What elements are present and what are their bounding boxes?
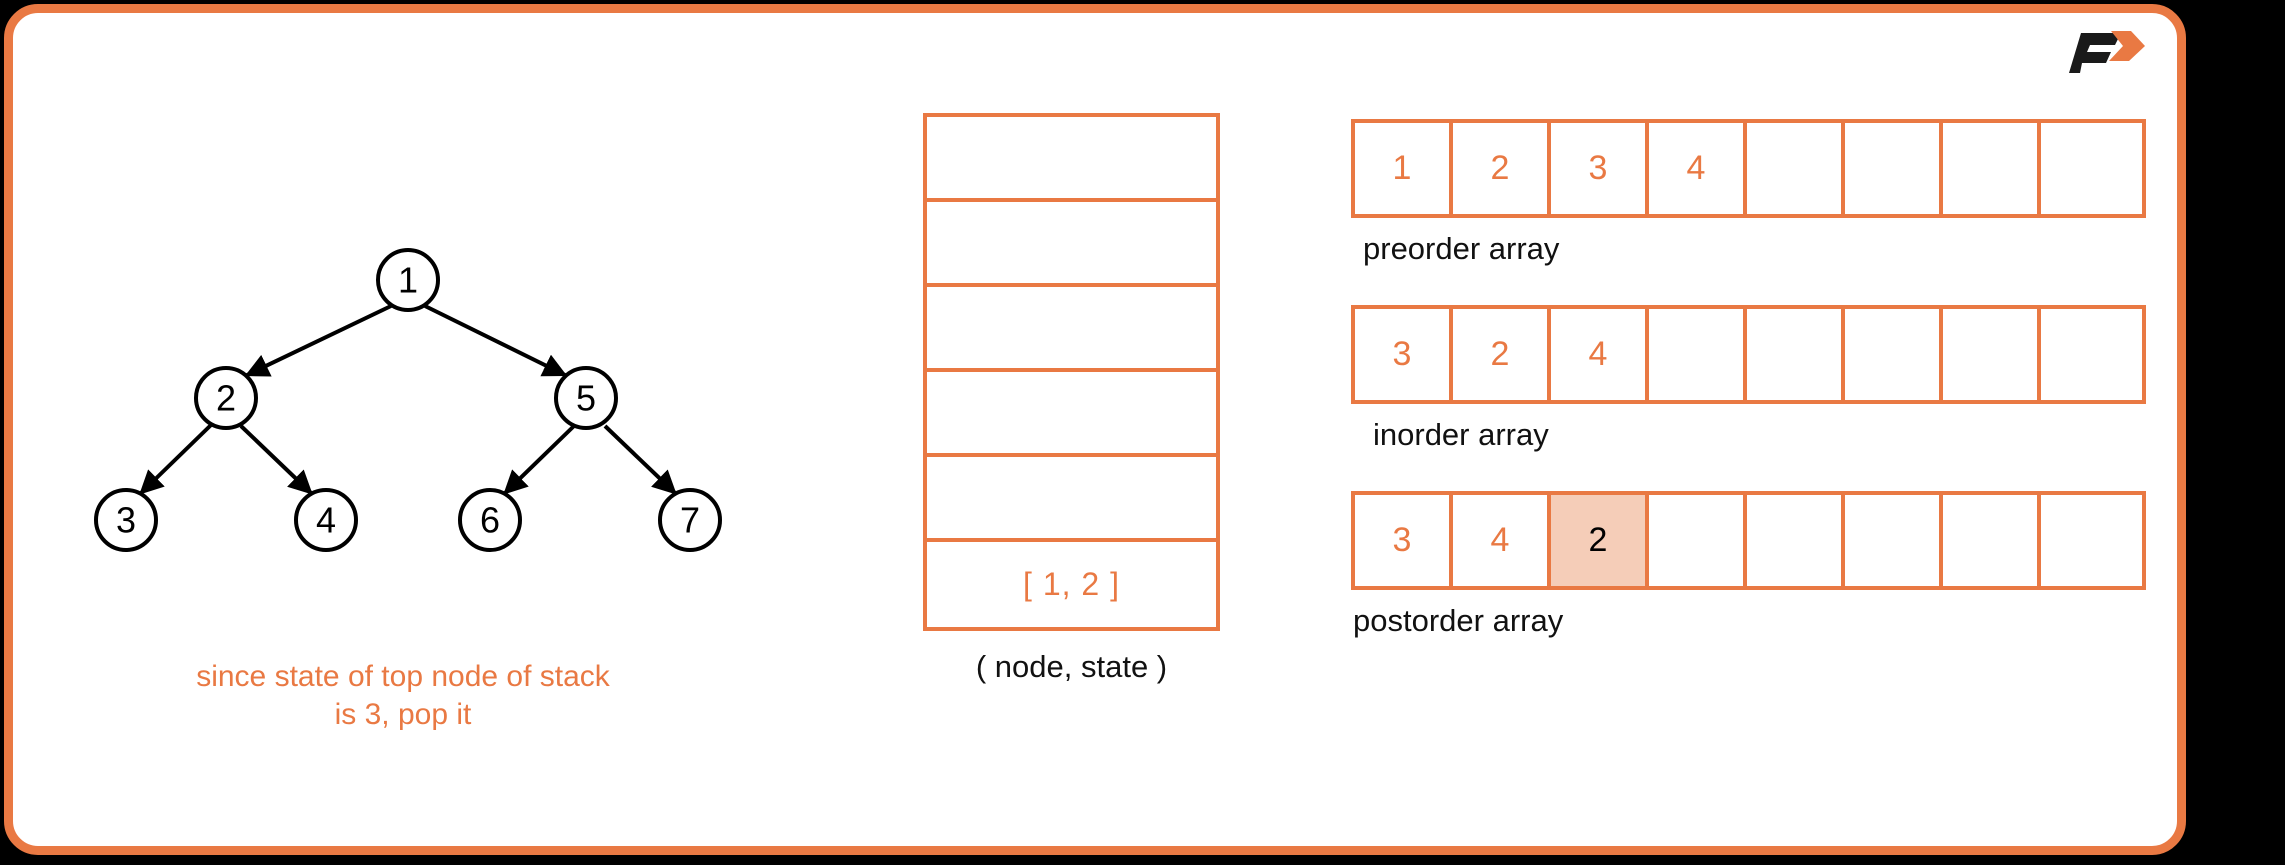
array-cell[interactable] — [1943, 309, 2041, 400]
arrays-panel: 1 2 3 4 preorder array 3 2 4 — [1351, 119, 2151, 677]
node-label: 4 — [316, 500, 336, 541]
preorder-array-label: preorder array — [1363, 231, 1560, 266]
node-label: 7 — [680, 500, 700, 541]
tree-nodes: 1 2 5 3 4 — [94, 248, 722, 552]
node-label: 2 — [216, 378, 236, 419]
inorder-array-label: inorder array — [1373, 417, 1549, 452]
stack-label: ( node, state ) — [975, 649, 1168, 684]
edge-5-7 — [603, 424, 677, 495]
tree-node-3[interactable]: 3 — [94, 488, 158, 552]
stack-cell[interactable] — [927, 202, 1216, 287]
node-circle — [294, 488, 358, 552]
tree-node-1[interactable]: 1 — [376, 248, 440, 312]
postorder-array-row: 3 4 2 — [1351, 491, 2146, 590]
stack-cell[interactable] — [927, 372, 1216, 457]
array-cell[interactable] — [2041, 309, 2139, 400]
array-cell[interactable]: 2 — [1453, 309, 1551, 400]
preorder-array-block: 1 2 3 4 preorder array — [1351, 119, 2151, 267]
edge-5-6 — [503, 423, 577, 495]
node-label: 6 — [480, 500, 500, 541]
tree-node-4[interactable]: 4 — [294, 488, 358, 552]
logo-f-chevron — [2059, 25, 2155, 79]
node-circle — [458, 488, 522, 552]
array-cell[interactable] — [1845, 309, 1943, 400]
array-cell[interactable] — [1649, 309, 1747, 400]
binary-tree-panel: 1 2 5 3 4 — [13, 13, 843, 864]
array-cell[interactable] — [1943, 123, 2041, 214]
array-cell[interactable] — [1747, 495, 1845, 586]
tree-edges — [139, 304, 677, 495]
array-cell[interactable] — [1845, 495, 1943, 586]
array-cell[interactable] — [2041, 123, 2139, 214]
edge-1-5 — [424, 304, 568, 377]
array-cell[interactable] — [1747, 309, 1845, 400]
node-circle — [658, 488, 722, 552]
edge-1-2 — [244, 304, 392, 377]
tree-node-7[interactable]: 7 — [658, 488, 722, 552]
inorder-array-block: 3 2 4 inorder array — [1351, 305, 2151, 453]
tree-caption: since state of top node of stack is 3, p… — [196, 660, 610, 732]
edge-2-4 — [239, 424, 313, 495]
logo-letter-f — [2069, 33, 2121, 73]
stack-cell[interactable] — [927, 117, 1216, 202]
node-circle — [94, 488, 158, 552]
array-cell[interactable]: 1 — [1355, 123, 1453, 214]
logo-chevron-icon — [2109, 31, 2145, 61]
tree-node-5[interactable]: 5 — [554, 366, 618, 430]
node-label: 1 — [398, 260, 418, 301]
node-label: 5 — [576, 378, 596, 419]
preorder-array-row: 1 2 3 4 — [1351, 119, 2146, 218]
tree-node-6[interactable]: 6 — [458, 488, 522, 552]
stack-cell-top[interactable]: [ 1, 2 ] — [1023, 566, 1120, 602]
array-cell[interactable]: 4 — [1551, 309, 1649, 400]
edge-2-3 — [139, 423, 213, 495]
node-circle — [554, 366, 618, 430]
array-cell[interactable]: 2 — [1453, 123, 1551, 214]
array-cell-active[interactable]: 2 — [1551, 495, 1649, 586]
node-circle — [194, 366, 258, 430]
postorder-array-block: 3 4 2 postorder array — [1351, 491, 2151, 639]
array-cell[interactable] — [2041, 495, 2139, 586]
array-cell[interactable] — [1943, 495, 2041, 586]
stack-panel: [ 1, 2 ] ( node, state ) — [923, 113, 1223, 685]
stack-cell[interactable] — [927, 457, 1216, 542]
stack-cell[interactable] — [927, 287, 1216, 372]
node-circle — [376, 248, 440, 312]
array-cell[interactable]: 3 — [1551, 123, 1649, 214]
binary-tree-diagram: 1 2 5 3 4 — [94, 248, 722, 552]
stack-box: [ 1, 2 ] — [923, 113, 1220, 631]
array-cell[interactable] — [1747, 123, 1845, 214]
array-cell[interactable]: 4 — [1453, 495, 1551, 586]
array-cell[interactable]: 3 — [1355, 495, 1453, 586]
array-cell[interactable] — [1649, 495, 1747, 586]
tree-node-2[interactable]: 2 — [194, 366, 258, 430]
array-cell[interactable]: 4 — [1649, 123, 1747, 214]
node-label: 3 — [116, 500, 136, 541]
logo-svg — [2069, 31, 2145, 73]
content-card: 1 2 5 3 4 — [4, 4, 2186, 855]
array-cell[interactable] — [1845, 123, 1943, 214]
inorder-array-row: 3 2 4 — [1351, 305, 2146, 404]
postorder-array-label: postorder array — [1353, 603, 1564, 638]
array-cell[interactable]: 3 — [1355, 309, 1453, 400]
